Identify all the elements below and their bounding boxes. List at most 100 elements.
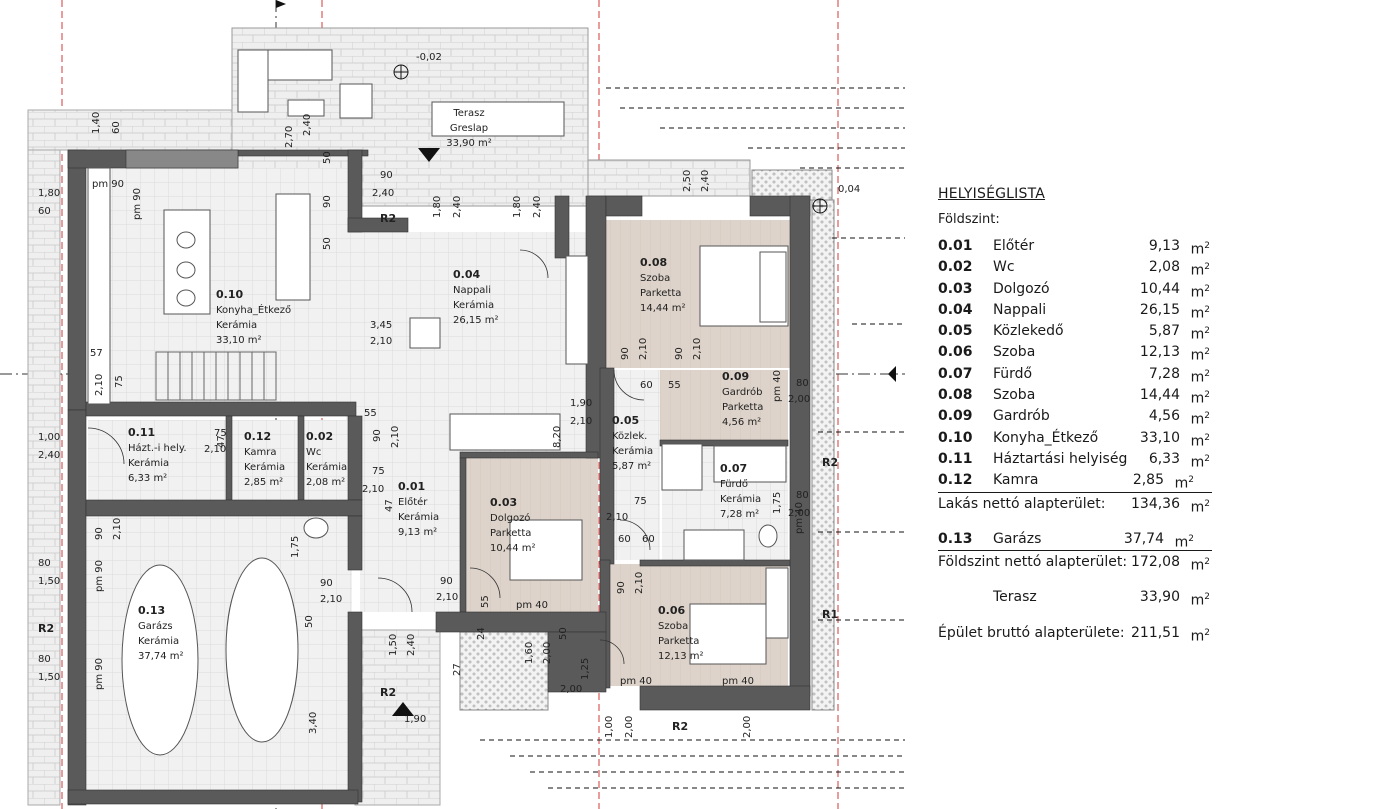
unit: m2 xyxy=(1190,241,1210,258)
svg-text:50: 50 xyxy=(558,627,569,640)
room-name: Wc xyxy=(993,259,1015,276)
stairs xyxy=(155,351,277,401)
floor-plan: -0,02 0,04 1,80 60 90 2,40 3,45 2,10 pm … xyxy=(0,0,905,809)
room-label-area: 9,13 m² xyxy=(398,527,437,538)
svg-text:47: 47 xyxy=(384,499,395,512)
room-number: 0.07 xyxy=(938,365,973,382)
svg-text:75: 75 xyxy=(114,375,125,388)
unit: m2 xyxy=(1190,347,1210,365)
room-area: 33,10 xyxy=(1139,429,1180,446)
level-symbol-terrace xyxy=(393,64,409,80)
room-label-no: 0.05 xyxy=(612,414,639,427)
room-label-floor: Kerámia xyxy=(720,493,761,505)
room-label-name: Fürdő xyxy=(720,478,748,490)
room-label-floor: Parketta xyxy=(658,636,699,647)
svg-text:3,45: 3,45 xyxy=(370,320,392,331)
svg-text:1,60: 1,60 xyxy=(524,642,535,664)
svg-text:55: 55 xyxy=(364,408,377,419)
room-area: 6,33 xyxy=(1148,450,1180,467)
unit: m2 xyxy=(1190,628,1210,645)
svg-text:2,70: 2,70 xyxy=(284,126,295,148)
level-symbol-side xyxy=(812,198,828,214)
room-label-floor: Parketta xyxy=(490,528,531,539)
room-label-area: 2,85 m² xyxy=(244,477,283,488)
room-label-name: Dolgozó xyxy=(490,512,530,524)
room-label-name: Szoba xyxy=(640,273,670,284)
room-label-area: 33,10 m² xyxy=(216,335,262,346)
svg-text:60: 60 xyxy=(642,534,655,545)
svg-text:pm 40: pm 40 xyxy=(794,502,805,534)
svg-text:2,00: 2,00 xyxy=(624,716,635,738)
svg-text:27: 27 xyxy=(452,663,463,676)
svg-text:1,50: 1,50 xyxy=(38,576,60,587)
terrace-outer xyxy=(587,159,751,197)
svg-text:57: 57 xyxy=(90,348,103,359)
svg-text:R2: R2 xyxy=(38,622,54,635)
section-arrows xyxy=(276,0,896,716)
room-label-area: 37,74 m² xyxy=(138,651,184,662)
room-label-no: 0.08 xyxy=(640,256,667,269)
svg-text:pm 40: pm 40 xyxy=(772,370,783,402)
net-flat-row: Lakás nettó alapterület: 134,36 m2 xyxy=(938,493,1228,516)
svg-text:pm 90: pm 90 xyxy=(94,560,105,592)
room-label-floor: Kerámia xyxy=(453,299,494,311)
svg-text:60: 60 xyxy=(618,534,631,545)
room-label-floor: Kerámia xyxy=(128,457,169,469)
svg-text:90: 90 xyxy=(674,347,685,360)
room-label-floor: Kerámia xyxy=(398,511,439,523)
room-name: Közlekedő xyxy=(993,323,1064,340)
room-label-no: 0.01 xyxy=(398,480,425,493)
svg-text:55: 55 xyxy=(668,380,681,391)
room-label-area: 14,44 m² xyxy=(640,303,686,314)
svg-text:R2: R2 xyxy=(672,720,688,733)
svg-text:2,10: 2,10 xyxy=(692,338,703,360)
svg-text:1,40: 1,40 xyxy=(91,112,102,134)
room-number: 0.03 xyxy=(938,280,973,297)
svg-text:1,80: 1,80 xyxy=(38,188,60,199)
terrace-area: 33,90 xyxy=(1139,588,1180,605)
unit: m2 xyxy=(1190,411,1210,429)
svg-text:80: 80 xyxy=(38,654,51,665)
garage-row: 0.13 Garázs 37,74 m2 xyxy=(938,529,1212,551)
svg-text:2,00: 2,00 xyxy=(742,716,753,738)
room-label-name: Közlek. xyxy=(612,431,647,442)
room-label-floor: Kerámia xyxy=(306,461,347,473)
svg-text:2,00: 2,00 xyxy=(560,684,582,695)
garage-name: Garázs xyxy=(993,530,1042,547)
room-label-area: 4,56 m² xyxy=(722,417,761,428)
svg-text:2,00: 2,00 xyxy=(788,394,810,405)
room-area: 14,44 xyxy=(1139,387,1180,404)
svg-text:75: 75 xyxy=(214,428,227,439)
svg-text:-0,02: -0,02 xyxy=(416,52,442,63)
room-area: 4,56 xyxy=(1148,408,1180,425)
unit: m2 xyxy=(1174,533,1194,551)
svg-text:80: 80 xyxy=(796,490,809,501)
room-name: Szoba xyxy=(993,344,1036,361)
room-number: 0.12 xyxy=(938,472,973,489)
svg-text:2,10: 2,10 xyxy=(606,512,628,523)
unit: m2 xyxy=(1190,556,1210,574)
gross-label: Épület bruttó alapterülete: xyxy=(938,625,1125,642)
svg-text:1,00: 1,00 xyxy=(604,716,615,738)
furniture xyxy=(87,49,789,756)
svg-text:2,10: 2,10 xyxy=(320,594,342,605)
room-name: Háztartási helyiség xyxy=(993,450,1128,467)
room-number: 0.09 xyxy=(938,408,973,425)
walls xyxy=(67,149,811,806)
svg-text:1,75: 1,75 xyxy=(772,492,783,514)
room-name: Előtér xyxy=(993,238,1035,254)
svg-text:pm 90: pm 90 xyxy=(92,179,124,190)
room-label-no: 0.04 xyxy=(453,268,480,281)
room-number: 0.08 xyxy=(938,387,973,404)
net-floor-area: 172,08 xyxy=(1131,553,1180,570)
svg-text:1,80: 1,80 xyxy=(512,196,523,218)
svg-text:80: 80 xyxy=(38,558,51,569)
